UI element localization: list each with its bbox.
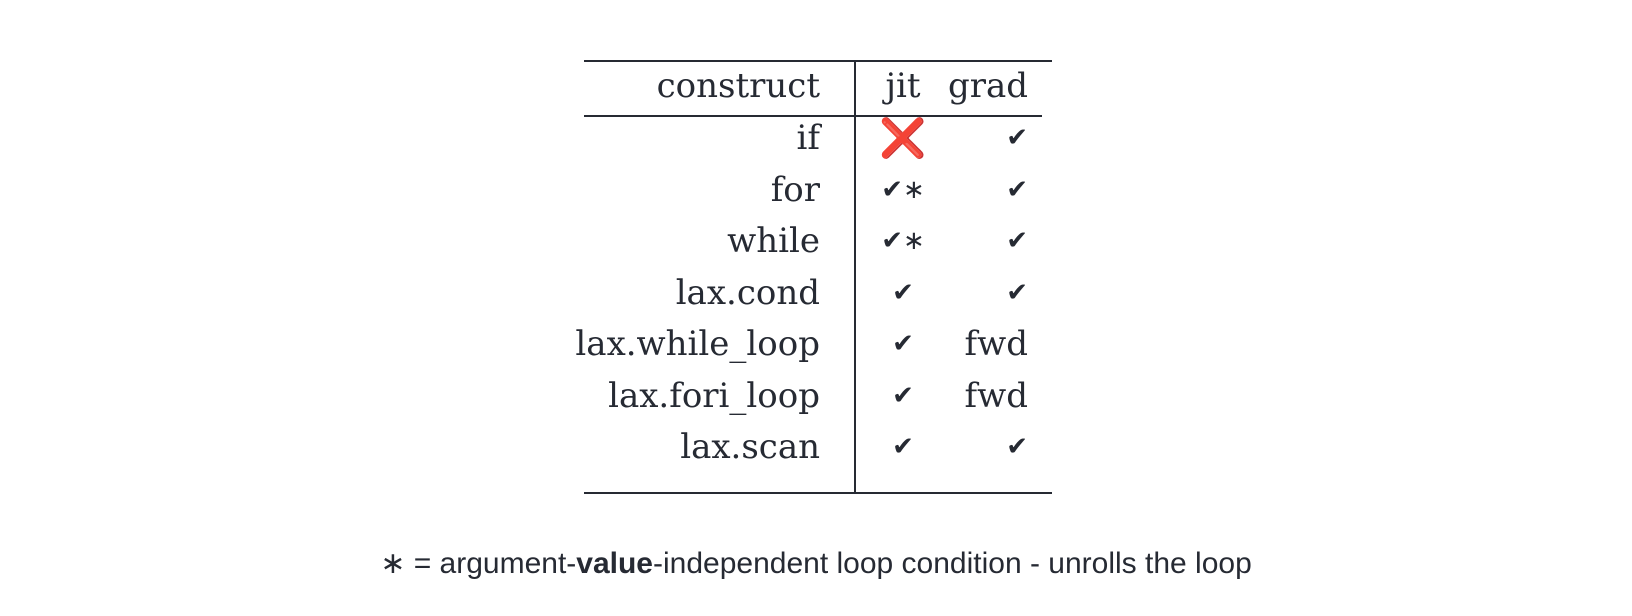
cell-jit: ✔	[892, 432, 914, 462]
cell-grad: ✔	[1006, 226, 1028, 256]
cell-construct: lax.fori_loop	[608, 375, 820, 416]
cell-jit: ✔∗	[881, 174, 925, 205]
cell-construct: while	[727, 221, 820, 261]
cell-construct: lax.cond	[675, 272, 820, 313]
cell-construct: lax.scan	[680, 427, 820, 467]
table-top-rule	[584, 60, 1052, 62]
header-construct: construct	[656, 66, 820, 106]
cell-grad: ✔	[1006, 432, 1028, 462]
footnote-prefix: ∗ = argument-	[380, 547, 577, 580]
cell-grad: ✔	[1006, 123, 1028, 153]
cell-construct: for	[770, 169, 820, 210]
cell-construct: if	[796, 118, 820, 158]
footnote: ∗ = argument-value-independent loop cond…	[0, 546, 1632, 581]
cell-jit: ✔	[892, 277, 914, 308]
footnote-bold: value	[576, 547, 653, 580]
table-column-divider	[854, 60, 856, 494]
cell-grad: ✔	[1006, 174, 1028, 205]
cell-jit: ✔	[892, 329, 914, 359]
cell-grad: ✔	[1006, 277, 1028, 308]
table-header-rule	[584, 115, 1042, 117]
cell-grad: fwd	[964, 375, 1028, 416]
header-grad: grad	[947, 66, 1028, 106]
cell-jit: ✔∗	[881, 226, 925, 256]
table-bottom-rule	[584, 492, 1052, 494]
cell-jit: ✔	[892, 380, 914, 411]
header-jit: jit	[885, 66, 921, 106]
footnote-suffix: -independent loop condition - unrolls th…	[653, 547, 1252, 580]
cell-grad: fwd	[964, 324, 1028, 364]
cross-icon: ❌	[879, 116, 927, 160]
cell-construct: lax.while_loop	[575, 324, 820, 364]
